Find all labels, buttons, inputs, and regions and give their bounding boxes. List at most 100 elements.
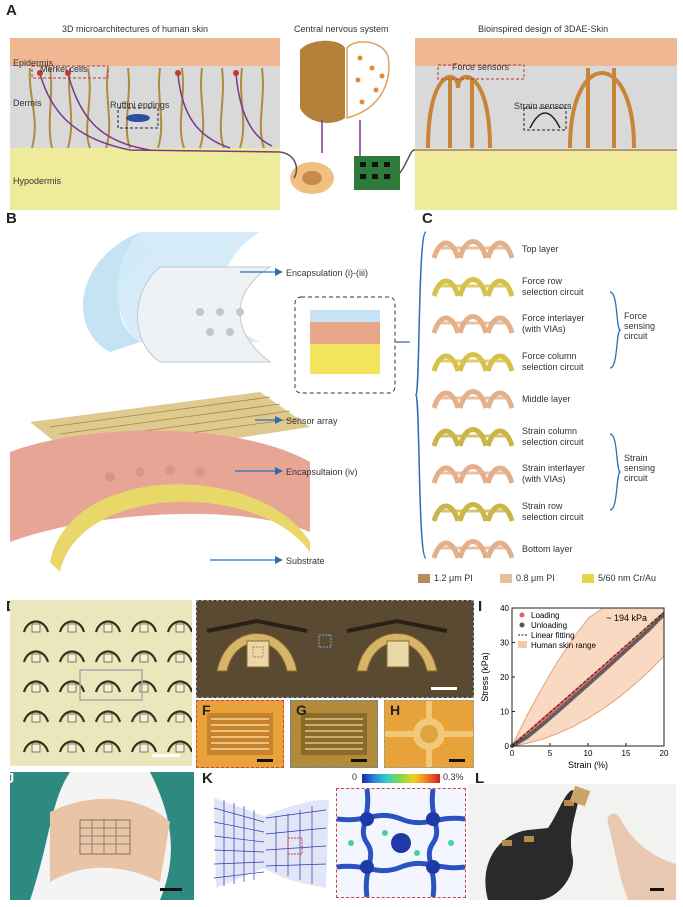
force-group-bracket [609, 291, 622, 369]
layer-label: Bottom layer [522, 544, 573, 554]
label-substrate: Substrate [286, 556, 325, 566]
layer-illustration [431, 539, 515, 559]
x-tick-label: 5 [548, 749, 553, 758]
sensor-unit [58, 650, 86, 663]
sensor-pad [67, 683, 77, 693]
panel-g-scalebar [351, 759, 367, 762]
label-force-sensing-circuit: Force sensing circuit [624, 311, 656, 341]
legend-swatch [418, 574, 430, 583]
sensor-pad [139, 743, 149, 753]
sensor-pad [175, 683, 185, 693]
layer-illustration [431, 351, 515, 372]
sensor-unit [22, 680, 50, 693]
layer-illustration [431, 464, 515, 484]
panel-e-scalebar [431, 687, 457, 690]
x-tick-label: 0 [510, 749, 515, 758]
layer-label: Force row selection circuit [522, 275, 584, 297]
sensor-pad [31, 623, 41, 633]
sensor-unit [94, 740, 122, 753]
sensor-unit [58, 620, 86, 633]
sensor-pad [67, 623, 77, 633]
legend-entry: Human skin range [531, 641, 596, 650]
sensor-pad [31, 653, 41, 663]
sensor-unit [22, 740, 50, 753]
layer-label: Force interlayer (with VIAs) [522, 313, 585, 334]
panel-label-f: F [202, 702, 211, 718]
layer-label: Strain row selection circuit [522, 500, 584, 522]
gloved-hand-drawing [10, 772, 194, 900]
panel-a-title-left: 3D microarchitectures of human skin [62, 24, 209, 34]
sensor-unit [58, 680, 86, 693]
y-tick-label: 30 [500, 639, 509, 648]
nerve-fibers [39, 73, 281, 153]
unloading-point [660, 614, 665, 619]
sensor-pad [103, 623, 113, 633]
panel-label-g: G [296, 702, 307, 718]
sensor-unit [130, 680, 158, 693]
sensor-unit [166, 740, 192, 753]
spinal-cord-icon [290, 162, 334, 194]
panel-h-scalebar [449, 759, 465, 762]
y-tick-label: 10 [500, 708, 509, 717]
legend-marker [519, 612, 525, 618]
sensor-pad [175, 713, 185, 723]
sensor-pad [139, 683, 149, 693]
x-tick-label: 10 [584, 749, 593, 758]
panel-f-photo [196, 700, 284, 768]
legend-marker [518, 641, 527, 648]
panel-a-title-right: Bioinspired design of 3DAE-Skin [478, 24, 609, 34]
y-tick-label: 40 [500, 604, 509, 613]
legend-swatch [582, 574, 594, 583]
sensor-unit [22, 710, 50, 723]
panel-label-b: B [6, 210, 17, 227]
legend-entry: Loading [531, 611, 559, 620]
chart-annotation: ~ 194 kPa [606, 613, 647, 623]
layer-illustration [431, 426, 515, 447]
panel-a-title-center: Central nervous system [294, 24, 389, 34]
label-ruffini-endings: Ruffini endings [110, 100, 170, 110]
sensor-pad [67, 713, 77, 723]
panel-label-i: I [478, 598, 483, 615]
circuit-board-icon [354, 156, 400, 190]
legend-entry: Unloading [531, 621, 567, 630]
chart-y-label: Stress (kPa) [480, 652, 490, 702]
sensor-unit [130, 650, 158, 663]
colorbar-max-label: 0.3% [443, 772, 464, 782]
fem-mesh-drawing [213, 798, 329, 888]
legend-swatch [500, 574, 512, 583]
sensor-pad [139, 653, 149, 663]
layer-label: Top layer [522, 244, 559, 254]
label-hypodermis: Hypodermis [13, 176, 62, 186]
bioinspired-arches [426, 68, 636, 149]
label-force-sensors: Force sensors [452, 62, 510, 72]
layer-label: Force column selection circuit [522, 350, 584, 372]
layer-label: Middle layer [522, 394, 571, 404]
sensor-unit [22, 620, 50, 633]
panel-l-scalebar [650, 888, 664, 891]
panel-g-photo [290, 700, 378, 768]
legend-label: 1.2 μm PI [434, 573, 473, 583]
sensor-unit [22, 650, 50, 663]
sensor-unit [166, 620, 192, 633]
sensor-unit [166, 710, 192, 723]
panel-label-j: J [6, 770, 15, 787]
panel-label-k: K [202, 770, 213, 787]
label-encapsulation-iv: Encapsultaion (iv) [286, 467, 358, 477]
robot-hand-drawing [485, 785, 676, 900]
sensor-unit [94, 620, 122, 633]
panel-l-photo [468, 784, 676, 900]
sensor-unit [130, 620, 158, 633]
sensor-pad [31, 683, 41, 693]
strain-colorbar [362, 774, 440, 783]
linear-fit-line [511, 611, 665, 747]
merkel-cells [37, 70, 239, 76]
sensor-pad [31, 743, 41, 753]
sensor-pad [139, 623, 149, 633]
chart-x-label: Strain (%) [568, 760, 608, 770]
y-tick-label: 0 [505, 742, 510, 751]
sensor-array-photo-drawing [10, 600, 192, 766]
panel-label-l: L [475, 770, 485, 787]
layer-label: Strain column selection circuit [522, 425, 584, 447]
panel-label-h: H [390, 702, 401, 718]
